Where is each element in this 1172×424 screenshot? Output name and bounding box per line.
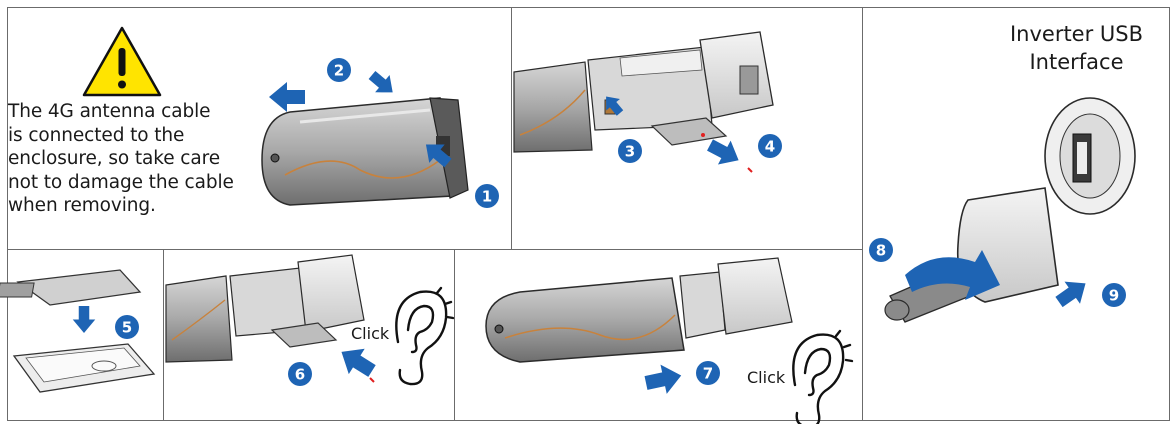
svg-text:5: 5: [122, 319, 132, 337]
step-badge-8: 8: [869, 238, 893, 262]
step-badge-4: 4: [758, 134, 782, 158]
inverter-usb-interface-label: Inverter USB Interface: [989, 20, 1164, 76]
step-badge-5: 5: [115, 315, 139, 339]
dongle-reassembled-icon: [485, 257, 793, 363]
svg-text:7: 7: [703, 365, 713, 383]
arrow-icon: [269, 82, 305, 112]
svg-text:2: 2: [334, 62, 344, 80]
panel-warning: [7, 7, 512, 250]
step-badge-6: 6: [288, 362, 312, 386]
panel-open-enclosure: [511, 7, 863, 250]
svg-text:6: 6: [295, 366, 305, 384]
step-badge-1: 1: [475, 184, 499, 208]
dongle-tray-insert-icon: [165, 254, 375, 383]
arrow-icon: [333, 339, 380, 384]
svg-text:8: 8: [876, 242, 886, 260]
title-line: Inverter USB: [1009, 22, 1144, 46]
panel-tray-push: [163, 249, 455, 421]
step-badge-7: 7: [696, 361, 720, 385]
ear-icon: [792, 329, 854, 424]
sim-tray-icon: [12, 343, 156, 393]
warning-text: The 4G antenna cable is connected to the…: [8, 100, 258, 218]
panel-close-enclosure: [454, 249, 863, 421]
arrow-icon: [642, 360, 685, 398]
svg-text:3: 3: [625, 143, 635, 161]
click-label: Click: [747, 368, 786, 387]
step-badge-9: 9: [1102, 283, 1126, 307]
arrow-icon: [364, 66, 400, 101]
warning-line: is connected to the: [8, 124, 185, 146]
rotate-arrow-icon: [905, 250, 1000, 300]
panel-sim-insert: [7, 249, 164, 421]
ear-icon: [395, 286, 455, 386]
step-badges: 1 2 3 4 5 6 7 8 9: [115, 58, 1126, 386]
svg-text:4: 4: [765, 138, 775, 156]
warning-triangle-icon: [82, 26, 162, 97]
svg-text:9: 9: [1109, 287, 1119, 305]
warning-line: not to damage the cable: [8, 171, 234, 193]
svg-text:1: 1: [482, 188, 492, 206]
dongle-closed-icon: [261, 97, 469, 206]
sim-card-icon: [0, 269, 142, 306]
step-badge-2: 2: [327, 58, 351, 82]
click-label: Click: [351, 324, 390, 343]
warning-line: when removing.: [8, 195, 156, 217]
arrow-icon: [72, 306, 96, 333]
diagram-frame: [7, 7, 1170, 421]
warning-line: enclosure, so take care: [8, 148, 220, 170]
dongle-plug-icon: [884, 187, 1059, 323]
inverter-usb-port-icon: [1044, 97, 1136, 215]
warning-line: The 4G antenna cable: [8, 101, 211, 122]
title-line: Interface: [1029, 50, 1124, 74]
step-badge-3: 3: [618, 139, 642, 163]
